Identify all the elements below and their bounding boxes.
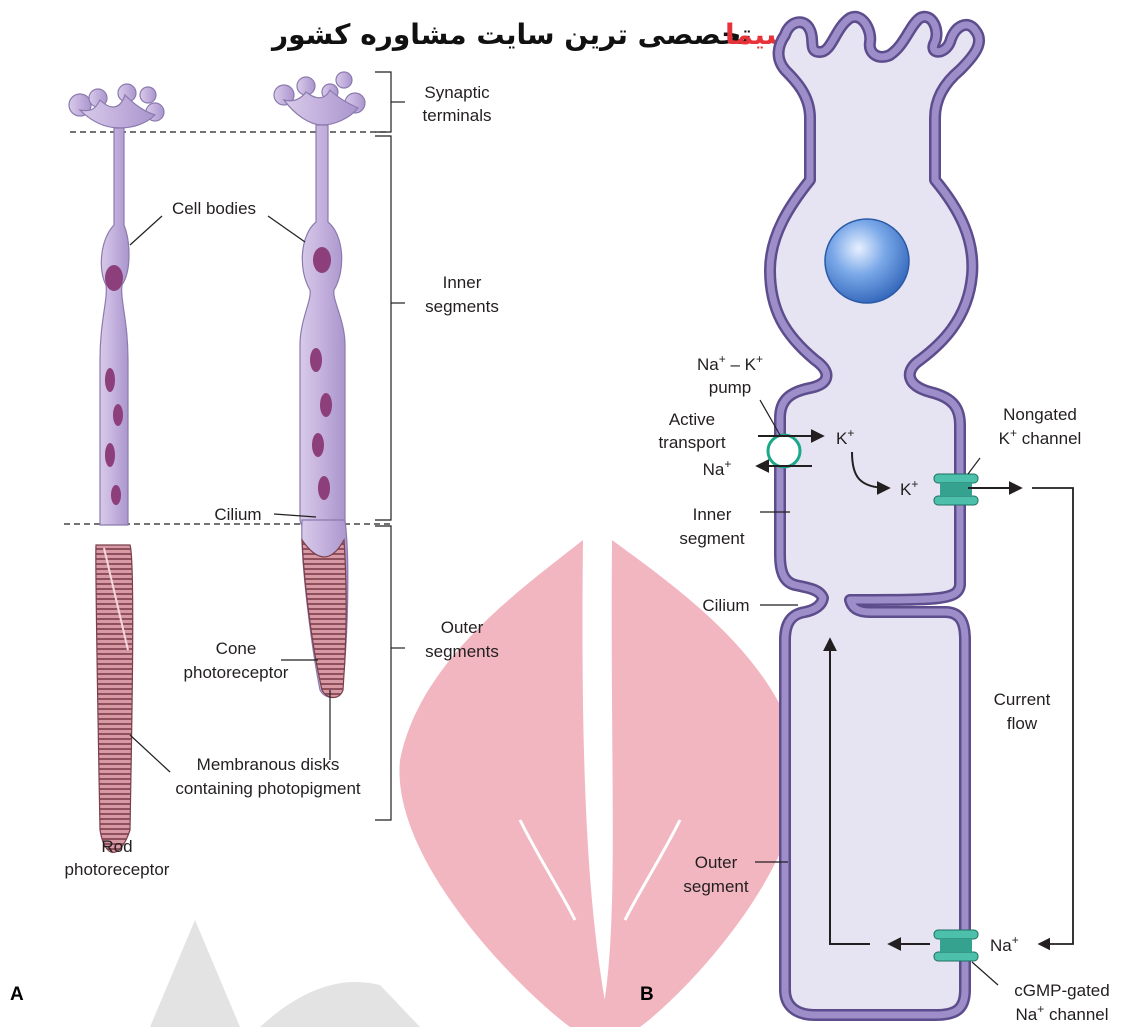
inner-segment-label-1: Inner	[693, 505, 732, 524]
banner: تخصصی ترین سایت مشاوره کشور سیما	[270, 18, 793, 51]
outer-segments-label-2: segments	[425, 642, 499, 661]
nongated-label-2: K+ channel	[999, 426, 1082, 448]
pump-label-2: pump	[709, 378, 752, 397]
na-out-label: Na+	[703, 457, 732, 479]
rod-nucleus	[105, 265, 123, 291]
photoreceptor-cell	[770, 17, 979, 1015]
nongated-k-channel	[934, 474, 978, 505]
outer-segment-label-2: segment	[683, 877, 748, 896]
cone-nucleus	[313, 247, 331, 273]
active-transport-label-2: transport	[658, 433, 725, 452]
cgmp-label-2: Na+ channel	[1015, 1002, 1108, 1024]
cilium-label-b: Cilium	[702, 596, 749, 615]
cell-nucleus	[825, 219, 909, 303]
inner-segments-label-1: Inner	[443, 273, 482, 292]
disks-label-2: containing photopigment	[175, 779, 361, 798]
active-transport-label-1: Active	[669, 410, 715, 429]
cgmp-leader	[972, 962, 998, 985]
outer-segments-label-1: Outer	[441, 618, 484, 637]
cell-bodies-label: Cell bodies	[172, 199, 256, 218]
cilium-label-a: Cilium	[214, 505, 261, 524]
panel-a: Synaptic terminals Inner segments Outer …	[10, 72, 499, 1005]
nongated-label-1: Nongated	[1003, 405, 1077, 424]
panel-a-label: A	[10, 984, 24, 1005]
cone-photoreceptor	[274, 72, 365, 698]
outer-segment-label-1: Outer	[695, 853, 738, 872]
region-brackets	[375, 72, 405, 820]
synaptic-terminals-label-2: terminals	[423, 106, 492, 125]
cone-label-1: Cone	[216, 639, 257, 658]
cgmp-gated-channel	[934, 930, 978, 961]
rod-label-2: photoreceptor	[65, 860, 170, 879]
cone-label-2: photoreceptor	[184, 663, 289, 682]
current-flow-label-2: flow	[1007, 714, 1038, 733]
panel-b-label: B	[640, 984, 654, 1005]
pump-label-1: Na+ – K+	[697, 352, 763, 374]
rod-label-1: Rod	[101, 837, 132, 856]
inner-segment-label-2: segment	[679, 529, 744, 548]
current-flow-path	[1032, 488, 1073, 944]
cgmp-label-1: cGMP-gated	[1014, 981, 1109, 1000]
rod-photoreceptor	[69, 84, 164, 853]
current-flow-label-1: Current	[994, 690, 1051, 709]
banner-text: تخصصی ترین سایت مشاوره کشور	[270, 18, 752, 51]
synaptic-terminals-label-1: Synaptic	[424, 83, 490, 102]
na-in-label: Na+	[990, 933, 1019, 955]
nongated-leader	[968, 458, 980, 474]
disks-label-1: Membranous disks	[197, 755, 340, 774]
inner-segments-label-2: segments	[425, 297, 499, 316]
na-k-pump	[768, 435, 800, 467]
